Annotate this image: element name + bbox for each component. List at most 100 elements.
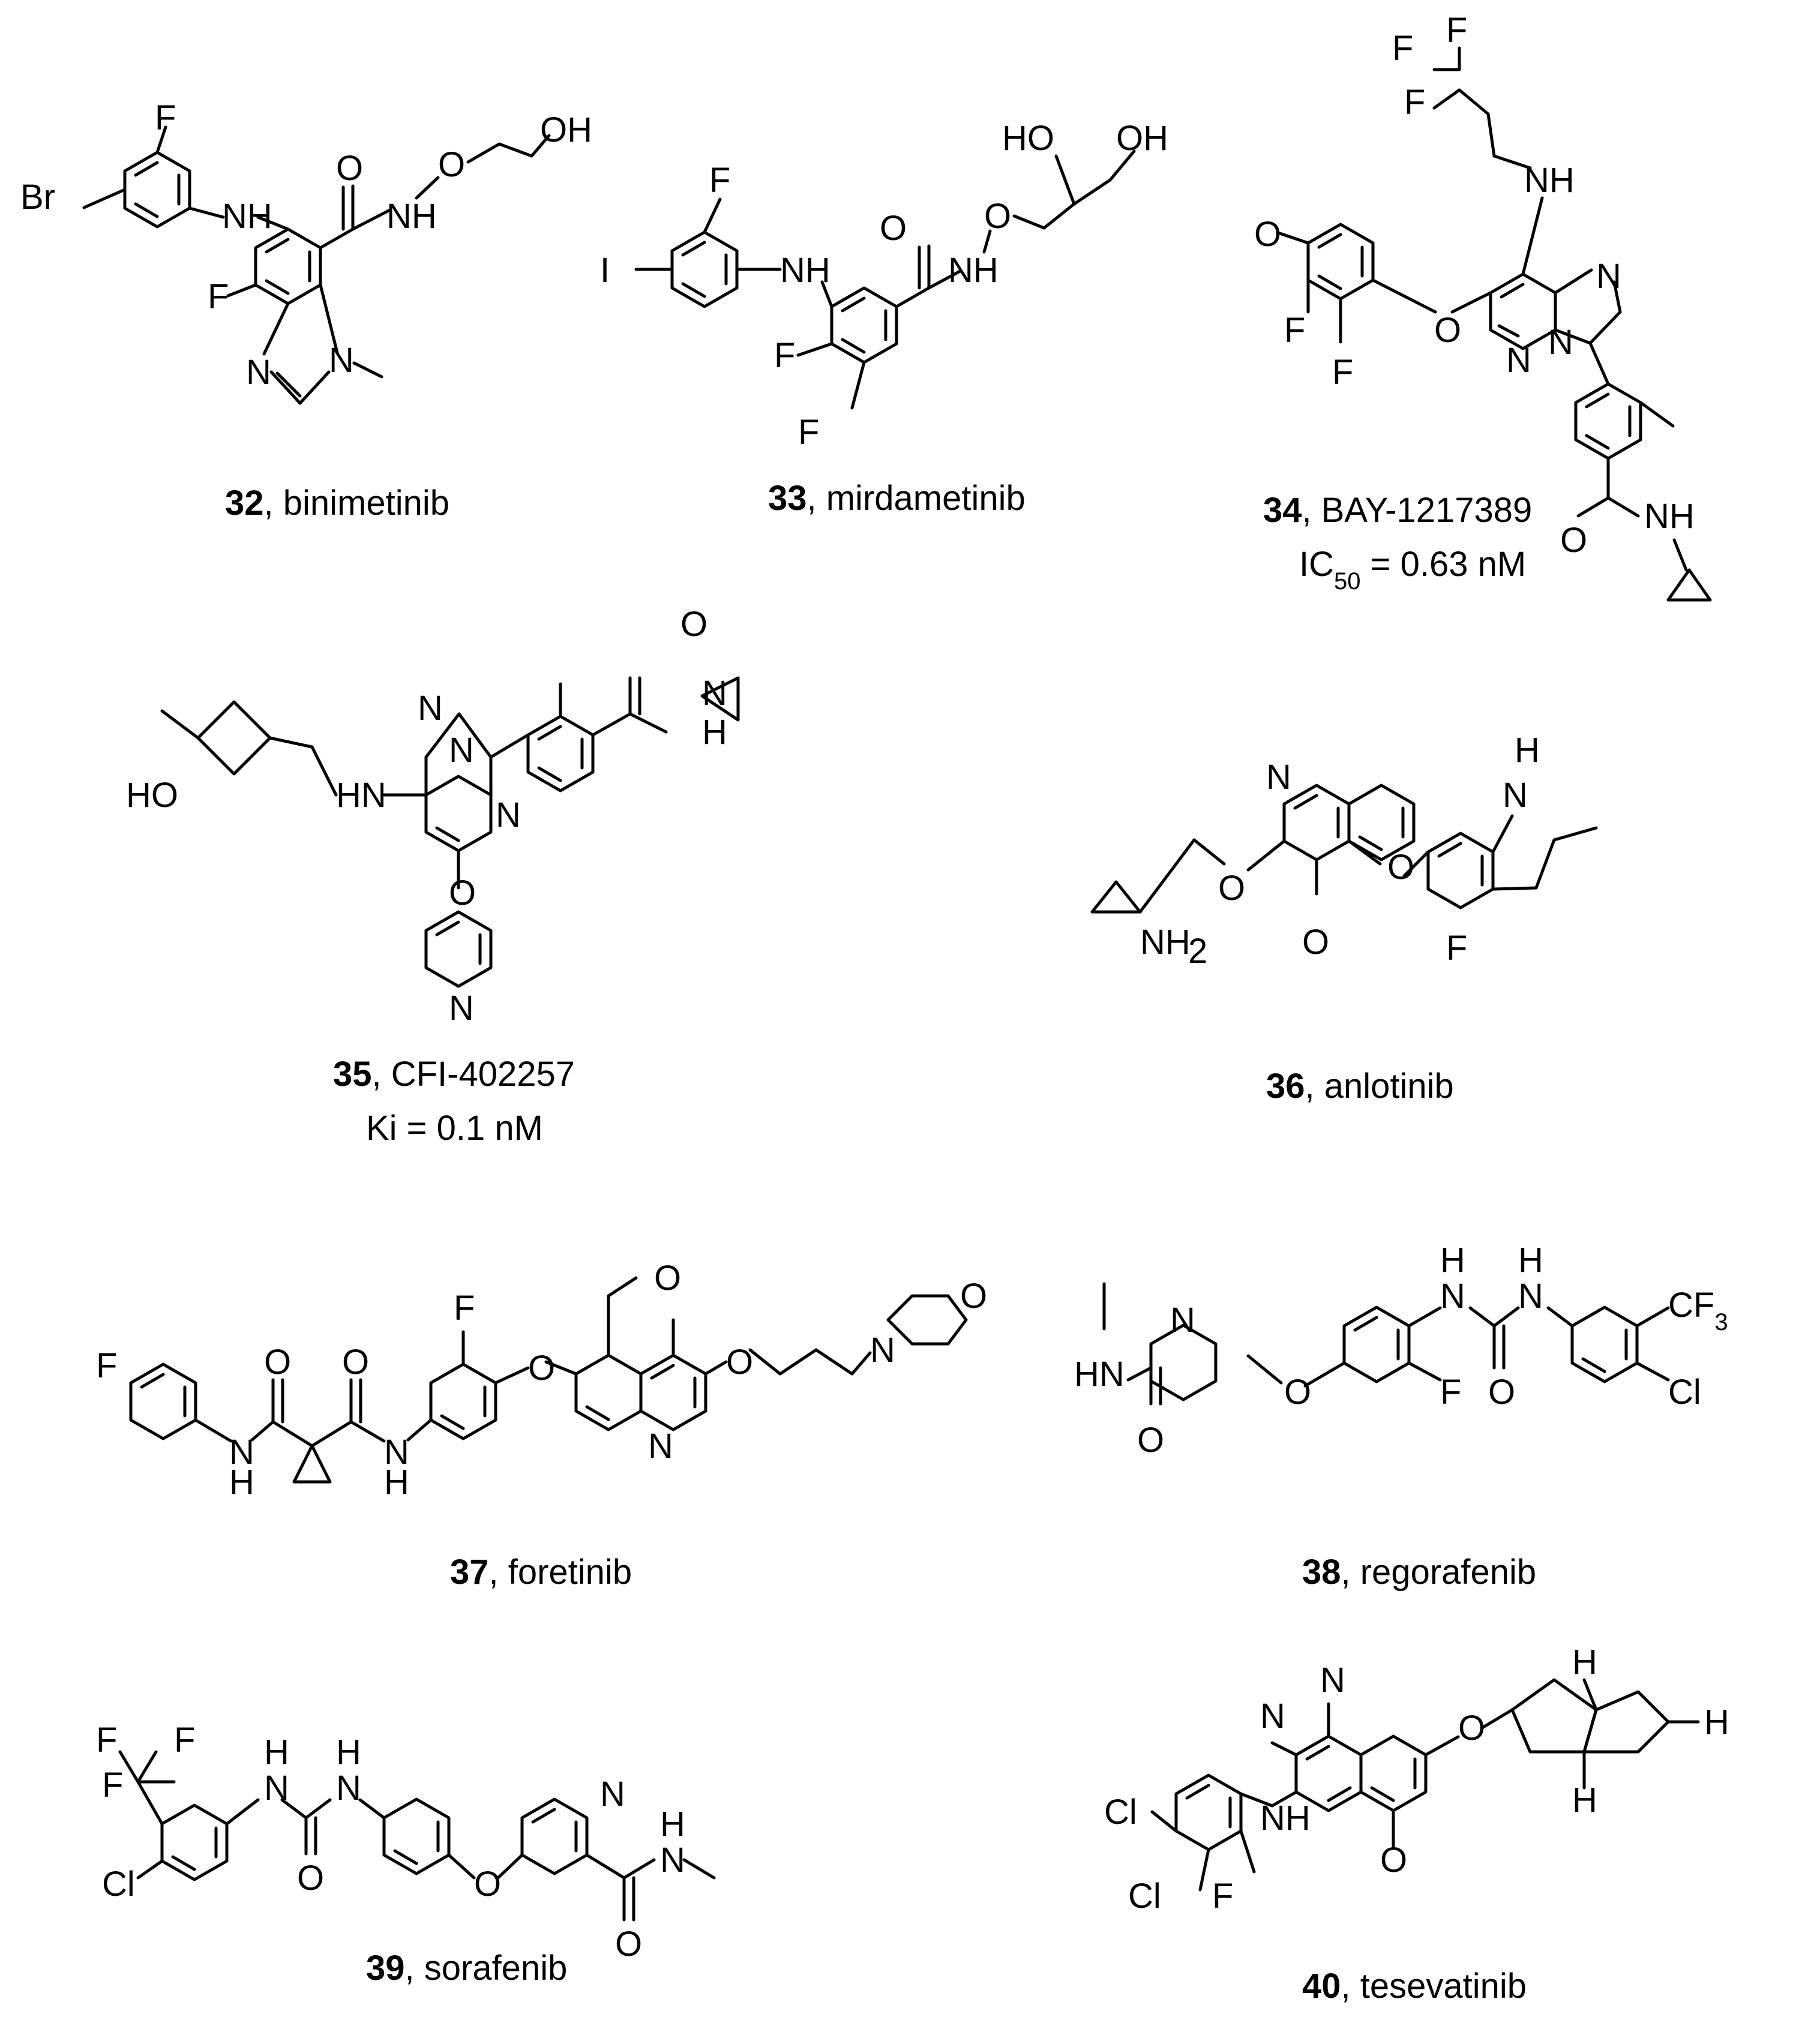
atom-o: O (880, 209, 907, 248)
atom-o: O (336, 149, 363, 188)
atom-n: N (1260, 1697, 1285, 1736)
atom-f: F (102, 1766, 123, 1805)
atom-h: H (264, 1733, 289, 1772)
caption-39: 39, sorafenib (366, 1949, 567, 1988)
atom-o: O (1387, 848, 1414, 887)
activity-35: Ki = 0.1 nM (366, 1109, 543, 1148)
structure-33: I F NH O NH O HO OH F F 33, mirdametinib (600, 119, 1168, 518)
atom-oh: OH (1116, 119, 1168, 158)
atom-n: N (336, 1769, 361, 1808)
atom-o: O (680, 605, 707, 644)
caption-32: 32, binimetinib (225, 484, 449, 523)
activity-34: IC50 = 0.63 nM (1299, 545, 1526, 595)
atom-br: Br (20, 178, 55, 217)
structure-40: N N NH Cl Cl F O O H H H 40, tesevatinib (1104, 1643, 1729, 2006)
atom-f: F (1446, 929, 1467, 968)
atom-n: N (1506, 341, 1531, 380)
atom-n: N (660, 1841, 685, 1880)
atom-h: H (229, 1463, 254, 1502)
atom-n: N (1440, 1277, 1465, 1316)
atom-h: H (1704, 1703, 1729, 1742)
caption-40: 40, tesevatinib (1302, 1967, 1527, 2006)
atom-f: F (454, 1289, 475, 1328)
atom-f: F (1212, 1877, 1233, 1916)
caption-34: 34, BAY-1217389 (1263, 491, 1532, 530)
atom-n: N (870, 1331, 895, 1370)
caption-37: 37, foretinib (450, 1553, 632, 1592)
atom-o: O (297, 1859, 324, 1898)
atom-nh: NH (780, 251, 830, 290)
atom-f: F (174, 1721, 195, 1760)
structure-38: HN N O O H N H N O F CF3 Cl 38, regorafe… (1074, 1241, 1728, 1592)
atom-f: F (774, 336, 795, 375)
atom-n: N (1518, 1277, 1543, 1316)
atom-o: O (1254, 215, 1281, 254)
atom-n: N (702, 674, 727, 713)
atom-n: N (1170, 1301, 1195, 1340)
structure-35: HO HN N N N O N O N H 35, CFI-402257 Ki … (126, 605, 740, 1148)
atom-n: N (418, 689, 443, 728)
atom-f: F (798, 413, 819, 452)
atom-nh: NH (386, 197, 437, 236)
atom-hn: HN (336, 776, 386, 815)
atom-h: H (384, 1463, 409, 1502)
atom-o: O (1137, 1421, 1164, 1460)
atom-o: O (984, 197, 1011, 236)
atom-f: F (1332, 353, 1353, 392)
atom-n: N (1503, 776, 1528, 815)
atom-cl: Cl (1668, 1373, 1701, 1412)
atom-o: O (960, 1277, 987, 1316)
caption-33: 33, mirdametinib (768, 479, 1026, 518)
atom-n: N (264, 1769, 289, 1808)
atom-ho: HO (1002, 119, 1054, 158)
caption-36: 36, anlotinib (1266, 1067, 1454, 1106)
atom-n: N (1548, 323, 1573, 362)
atom-nh: NH (1644, 497, 1695, 536)
atom-o: O (615, 1925, 642, 1964)
atom-i: I (600, 251, 610, 290)
atom-o: O (1458, 1709, 1485, 1748)
atom-f: F (96, 1346, 117, 1385)
atom-o: O (1218, 869, 1245, 908)
atom-f: F (1446, 11, 1467, 50)
atom-n: N (246, 353, 271, 392)
atom-o: O (528, 1349, 555, 1388)
atom-f: F (709, 161, 730, 200)
caption-38: 38, regorafenib (1302, 1553, 1536, 1592)
atom-o: O (264, 1343, 291, 1382)
atom-f: F (1404, 83, 1425, 122)
atom-o: O (1488, 1373, 1515, 1412)
atom-n: N (1596, 257, 1621, 296)
atom-ho: HO (126, 776, 178, 815)
atom-n: N (648, 1427, 673, 1466)
atom-n: N (229, 1433, 254, 1472)
atom-cl: Cl (102, 1865, 135, 1904)
atom-n: N (449, 989, 474, 1028)
atom-o: O (1284, 1373, 1311, 1412)
atom-f: F (1392, 29, 1413, 68)
atom-n: N (1320, 1661, 1345, 1700)
structure-39: F F F Cl H N H N O O N H N O 39, sorafen… (96, 1721, 716, 1988)
atom-h: H (1440, 1241, 1465, 1280)
atom-cl: Cl (1104, 1793, 1137, 1832)
atom-oh: OH (540, 110, 592, 149)
atom-cf3: CF3 (1668, 1286, 1728, 1335)
atom-o: O (474, 1865, 501, 1904)
atom-nh: NH (1260, 1799, 1311, 1838)
caption-35: 35, CFI-402257 (333, 1055, 575, 1094)
atom-h: H (1572, 1643, 1597, 1682)
atom-f: F (208, 277, 229, 316)
atom-n: N (496, 796, 521, 835)
structure-36: N O H N O NH 2 O F 36, anlotinib (1090, 731, 1598, 1106)
atom-n: N (600, 1775, 625, 1814)
atom-h: H (336, 1733, 361, 1772)
atom-h: H (1515, 731, 1540, 770)
structure-32: Br F NH O NH O OH F N N 32, binimetinib (20, 98, 592, 523)
atom-nh: NH (948, 251, 999, 290)
atom-nh: NH (1524, 161, 1575, 200)
structure-34: F F F NH O F F O N N N O NH 34, BAY-1217… (1254, 11, 1712, 602)
atom-n: N (329, 341, 354, 380)
atom-o: O (449, 874, 476, 913)
atom-n: N (384, 1433, 409, 1472)
atom-o: O (1302, 923, 1329, 962)
